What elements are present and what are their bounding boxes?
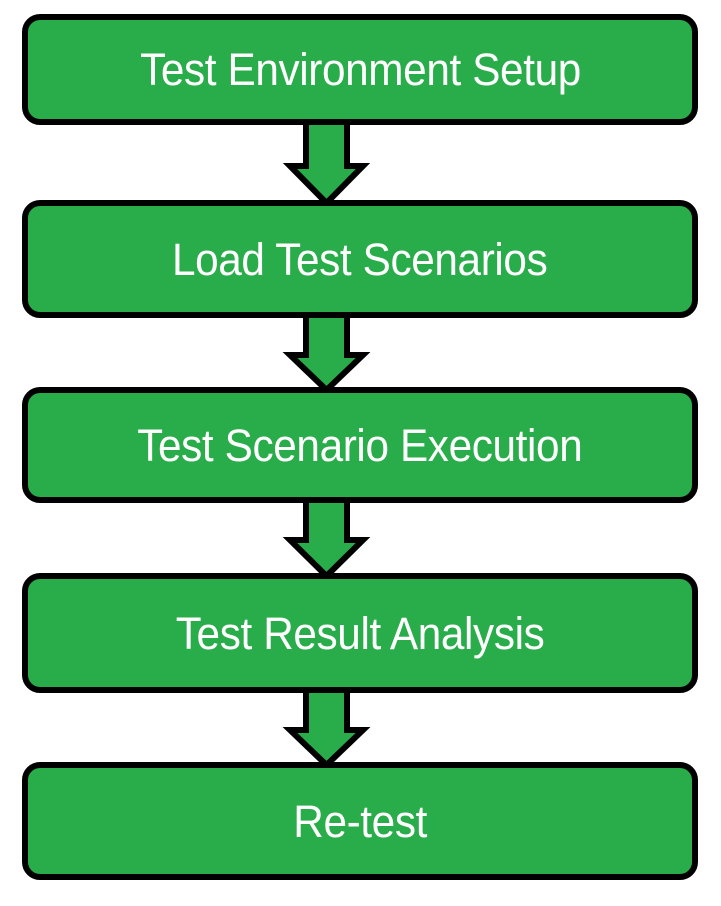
flow-node-test-environment-setup[interactable]: Test Environment Setup [22,14,698,125]
flow-node-label: Re-test [293,795,427,847]
flow-node-label: Test Result Analysis [175,607,545,659]
flow-node-load-test-scenarios[interactable]: Load Test Scenarios [22,200,698,318]
flow-connector-arrow-2 [0,308,721,395]
flow-connector-arrow-4 [0,683,721,770]
down-arrow-icon [282,493,371,581]
down-arrow-icon [282,115,371,208]
flow-node-label: Load Test Scenarios [172,233,548,285]
down-arrow-icon [282,308,371,395]
flow-connector-arrow-3 [0,493,721,581]
flow-node-label: Test Environment Setup [139,44,581,95]
flow-node-test-result-analysis[interactable]: Test Result Analysis [22,573,698,693]
flow-node-test-scenario-execution[interactable]: Test Scenario Execution [22,387,698,503]
flow-node-label: Test Scenario Execution [137,419,583,471]
flow-connector-arrow-1 [0,115,721,208]
down-arrow-icon [282,683,371,770]
flow-node-re-test[interactable]: Re-test [22,762,698,880]
